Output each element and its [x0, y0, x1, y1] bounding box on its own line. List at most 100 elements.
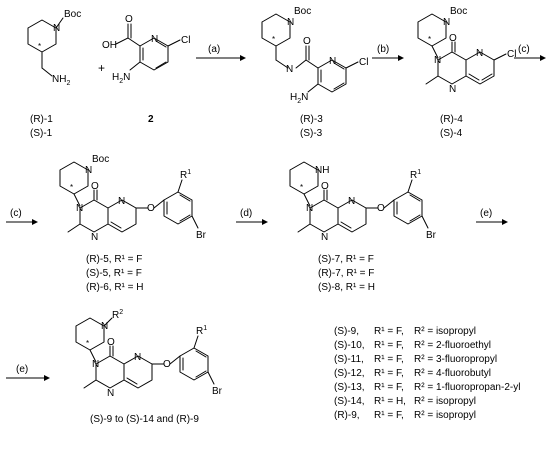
stereocenter-star: *: [86, 339, 89, 348]
ring-n3-label: N: [118, 196, 125, 207]
ring-n-label: N: [329, 56, 336, 67]
r1-label: R1: [410, 169, 421, 181]
table-row-id-2: (S)-11,: [334, 354, 364, 365]
table-row-id-6: (R)-9,: [334, 410, 360, 421]
arrow-b-head: [398, 55, 404, 61]
table-row-id-5: (S)-14,: [334, 396, 365, 407]
table-row-id-1: (S)-10,: [334, 340, 365, 351]
ring-n1-label: N: [306, 203, 313, 214]
table-row-r1-3: R¹ = F,: [374, 368, 404, 379]
carbonyl-o-label: O: [449, 33, 457, 44]
compound-label-s4: (S)-4: [440, 128, 463, 139]
table-row-r1-0: R¹ = F,: [374, 326, 404, 337]
amide-nh-label: N: [286, 64, 293, 75]
carbonyl-o-label: O: [91, 181, 99, 192]
br-label: Br: [196, 230, 207, 241]
hydroxyl-label: OH: [102, 40, 117, 51]
compound-label-final-range: (S)-9 to (S)-14 and (R)-9: [90, 414, 199, 425]
ether-o-label: O: [377, 203, 385, 214]
compound-3-structure: N Boc * O N R N Cl H2N: [261, 6, 368, 105]
reagent-label-d: (d): [240, 208, 252, 219]
compound-1-structure: N Boc * NH2: [27, 9, 81, 87]
compound-4-structure: N Boc * O N N N Cl: [417, 6, 516, 95]
arrow-c2-head: [32, 219, 38, 225]
r2-label: R2: [112, 309, 123, 321]
table-row-r2-3: R² = 4-fluorobutyl: [414, 368, 491, 379]
compound-label-r6: (R)-6, R¹ = H: [86, 282, 144, 293]
table-row-id-3: (S)-12,: [334, 368, 365, 379]
amine-label: H2N: [290, 92, 308, 105]
ring-n2-label: N: [91, 232, 98, 243]
compound-9-structure: N R2 * O N N N O R1 Br: [75, 309, 223, 399]
r1-label: R1: [180, 169, 191, 181]
reagent-label-a: (a): [208, 44, 220, 55]
ring-n1-label: N: [434, 55, 441, 66]
compound-label-s3: (S)-3: [300, 128, 323, 139]
table-row-r2-5: R² = isopropyl: [414, 396, 476, 407]
amide-o-label: O: [303, 36, 311, 47]
table-row-r2-4: R² = 1-fluoropropan-2-yl: [414, 382, 520, 393]
boc-label: Boc: [64, 9, 81, 20]
table-row-r2-6: R² = isopropyl: [414, 410, 476, 421]
compound-label-r1: (R)-1: [30, 114, 53, 125]
stereocenter-star: *: [300, 183, 303, 192]
compound-label-s7: (S)-7, R¹ = F: [318, 254, 374, 265]
arrow-a-head: [240, 55, 246, 61]
compound-7-structure: NH * O N N N O R1 Br: [289, 161, 437, 243]
table-row-r2-2: R² = 3-fluoropropyl: [414, 354, 497, 365]
table-row-r1-5: R¹ = H,: [374, 396, 406, 407]
carbonyl-o-label: O: [107, 337, 115, 348]
reagent-label-e2: (e): [16, 364, 28, 375]
boc-label: Boc: [92, 154, 109, 165]
carboxyl-o-label: O: [125, 14, 133, 25]
carbonyl-o-label: O: [321, 181, 329, 192]
arrow-d-head: [262, 219, 268, 225]
boc-label: Boc: [294, 6, 311, 17]
ring-n2-label: N: [107, 388, 114, 399]
cl-label: Cl: [181, 35, 190, 46]
compound-label-s1: (S)-1: [30, 128, 53, 139]
compound-label-r3: (R)-3: [300, 114, 323, 125]
compound-label-r4: (R)-4: [440, 114, 463, 125]
boc-label: Boc: [450, 6, 467, 17]
compound-label-2: 2: [148, 114, 154, 125]
ring-n-label: N: [151, 34, 158, 45]
compound-label-r5: (R)-5, R¹ = F: [86, 254, 142, 265]
n-atom-label: N: [443, 17, 450, 28]
table-row-id-0: (S)-9,: [334, 326, 359, 337]
plus-sign: +: [98, 61, 105, 75]
table-row-r1-6: R¹ = F,: [374, 410, 404, 421]
ring-n1-label: N: [76, 203, 83, 214]
amine-label: H2N: [112, 72, 130, 85]
reagent-label-e1: (e): [480, 208, 492, 219]
compound-label-s5: (S)-5, R¹ = F: [86, 268, 142, 279]
reagent-label-c1: (c): [518, 44, 530, 55]
ring-n2-label: N: [449, 84, 456, 95]
ether-o-label: O: [147, 203, 155, 214]
reagent-label-b: (b): [377, 44, 389, 55]
n-atom-label: N: [53, 23, 60, 34]
r1-label: R1: [196, 325, 207, 337]
n-atom-label: N: [287, 17, 294, 28]
table-row-r1-4: R¹ = F,: [374, 382, 404, 393]
ether-o-label: O: [163, 359, 171, 370]
cl-label: Cl: [507, 49, 516, 60]
arrow-e1-head: [502, 219, 508, 225]
n-atom-label: N: [85, 165, 92, 176]
stereocenter-star: *: [272, 35, 275, 44]
ring-n3-label: N: [134, 352, 141, 363]
table-row-r1-1: R¹ = F,: [374, 340, 404, 351]
stereocenter-star: *: [70, 183, 73, 192]
ring-n1-label: N: [92, 359, 99, 370]
nh-atom-label: NH: [315, 165, 329, 176]
arrow-c1-head: [540, 55, 546, 61]
compound-2-structure: O OH N Cl H2N: [102, 14, 190, 85]
compound-label-r7: (R)-7, R¹ = F: [318, 268, 374, 279]
reagent-label-c2: (c): [10, 208, 22, 219]
stereocenter-star: *: [428, 35, 431, 44]
substituent-table: (S)-9, R¹ = F, R² = isopropyl (S)-10, R¹…: [334, 326, 520, 421]
nh2-label: NH2: [52, 74, 70, 87]
compound-label-s8: (S)-8, R¹ = H: [318, 282, 375, 293]
ring-n3-label: N: [476, 48, 483, 59]
